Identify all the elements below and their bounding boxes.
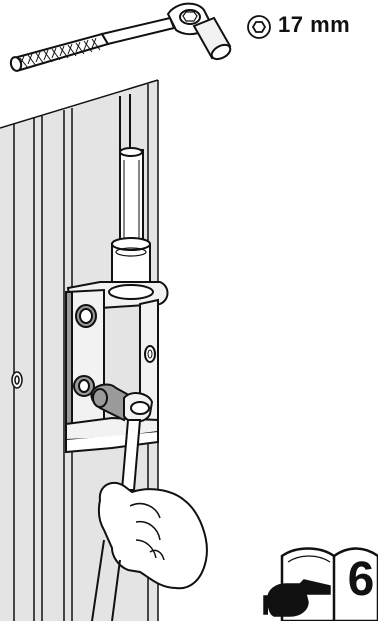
panel-hole bbox=[12, 372, 22, 388]
ratchet-wrench-icon bbox=[9, 4, 232, 72]
wrench-size-label: 17 mm bbox=[278, 12, 350, 38]
reference-page-number: 6 bbox=[344, 556, 378, 604]
hex-nut-icon bbox=[248, 16, 270, 38]
